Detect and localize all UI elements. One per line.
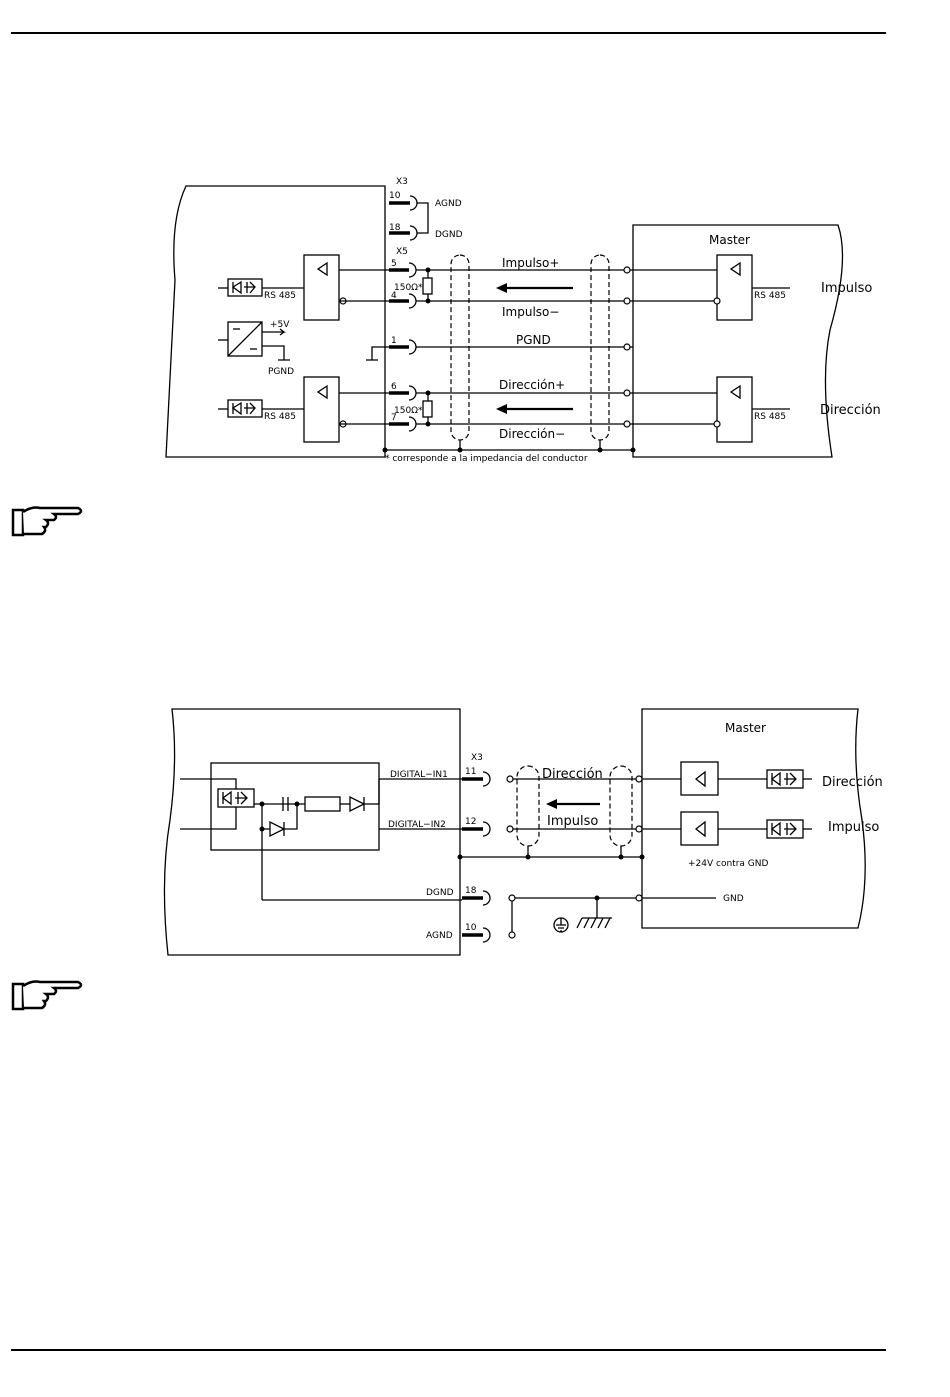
pgnd-ground-icon	[262, 345, 290, 361]
resistor-icon	[304, 796, 341, 812]
driver-pulse	[680, 811, 719, 846]
drive-outline	[165, 185, 386, 458]
opto-symbol-icon	[231, 401, 256, 416]
drive-outline	[163, 708, 461, 956]
rs485-label-c: RS 485	[754, 291, 786, 301]
pin-6-label: 6	[391, 382, 397, 392]
rs485-label-a: RS 485	[264, 291, 296, 301]
pgnd-line-label: PGND	[516, 333, 551, 347]
x3-label: X3	[396, 177, 408, 187]
pulse-direction-digital-input-diagram: X3 DIGITAL−IN1 11 DIGITAL−IN2 12 Direcci…	[163, 708, 883, 956]
connector-18	[409, 225, 418, 241]
connector-10	[409, 195, 418, 211]
master-label: Master	[709, 233, 750, 247]
impulso-right-label: Impulso	[828, 820, 879, 835]
pin-7-label: 7	[391, 413, 397, 423]
rs485-driver-pulse	[716, 254, 753, 321]
pin-11-label: 11	[465, 767, 476, 777]
impulso-right-label: Impulso	[821, 281, 872, 296]
pin-1-label: 1	[391, 336, 397, 346]
gnd-label: GND	[723, 894, 744, 904]
bottom-rule	[11, 1349, 886, 1351]
driver-direction	[680, 761, 719, 796]
impulso-line-label: Impulso	[547, 814, 598, 829]
supply-label: +24V contra GND	[688, 859, 768, 869]
master-label: Master	[725, 721, 766, 735]
rs485-receiver-pulse	[303, 254, 340, 321]
x3-label: X3	[471, 753, 483, 763]
rs485-label-b: RS 485	[264, 412, 296, 422]
opto-symbol-icon	[770, 771, 797, 787]
agnd-dgnd-bridge	[417, 202, 429, 234]
amplifier-triangle-icon	[729, 261, 741, 277]
opto-symbol-icon	[221, 790, 248, 806]
master-outline	[641, 708, 866, 929]
pointing-hand-icon	[11, 980, 83, 1011]
pin-18-label: 18	[465, 886, 477, 896]
pin-5-label: 5	[391, 259, 397, 269]
arrow-left-icon	[496, 283, 507, 293]
opto-symbol-icon	[231, 280, 256, 295]
pin-10-label: 10	[389, 191, 401, 201]
amplifier-triangle-icon	[694, 770, 706, 788]
arrow-left-icon	[546, 799, 557, 809]
pin-18-label: 18	[389, 223, 401, 233]
chassis-ground-icon	[576, 898, 612, 929]
digital-in1-label: DIGITAL−IN1	[390, 770, 448, 780]
pulse-direction-rs485-diagram: X3 X5 10 18 AGND DGND RS 485 +5V PGND RS…	[165, 177, 881, 464]
direccion-plus-label: Dirección+	[499, 378, 565, 392]
direccion-minus-label: Dirección−	[499, 427, 565, 441]
amplifier-triangle-icon	[316, 261, 328, 277]
resistor-1-label: 150Ω*	[394, 283, 423, 293]
pin-12-label: 12	[465, 817, 476, 827]
x5-label: X5	[396, 247, 408, 257]
amplifier-triangle-icon	[694, 820, 706, 838]
pin-4-label: 4	[391, 291, 397, 301]
dgnd-label: DGND	[426, 888, 454, 898]
plus-5v-label: +5V	[270, 320, 290, 330]
agnd-label: AGND	[435, 199, 462, 209]
master-outline	[632, 224, 844, 458]
direccion-right-label: Dirección	[822, 775, 883, 790]
termination-resistor-2	[422, 400, 433, 418]
rs485-receiver-direction	[303, 376, 340, 443]
impulso-minus-label: Impulso−	[502, 305, 559, 319]
rs485-label-d: RS 485	[754, 412, 786, 422]
termination-resistor-1	[422, 277, 433, 295]
resistor-2-label: 150Ω*	[394, 406, 423, 416]
cable-shield-left	[516, 765, 540, 847]
pointing-hand-icon	[11, 506, 83, 537]
digital-in2-label: DIGITAL−IN2	[388, 820, 446, 830]
cable-shield-right	[609, 765, 633, 847]
dgnd-label: DGND	[435, 230, 463, 240]
rs485-driver-direction	[716, 376, 753, 443]
arrow-left-icon	[496, 404, 507, 414]
amplifier-triangle-icon	[729, 384, 741, 400]
agnd-label: AGND	[426, 931, 453, 941]
supply-arrow	[262, 328, 286, 336]
pin-10-label: 10	[465, 923, 477, 933]
direccion-right-label: Dirección	[820, 403, 881, 418]
top-rule	[11, 32, 886, 34]
opto-symbol-icon	[770, 821, 797, 837]
footnote: * corresponde a la impedancia del conduc…	[385, 454, 588, 464]
impulso-plus-label: Impulso+	[502, 256, 559, 270]
direccion-line-label: Dirección	[542, 767, 603, 782]
amplifier-triangle-icon	[316, 384, 328, 400]
pgnd-label-left: PGND	[268, 367, 294, 377]
